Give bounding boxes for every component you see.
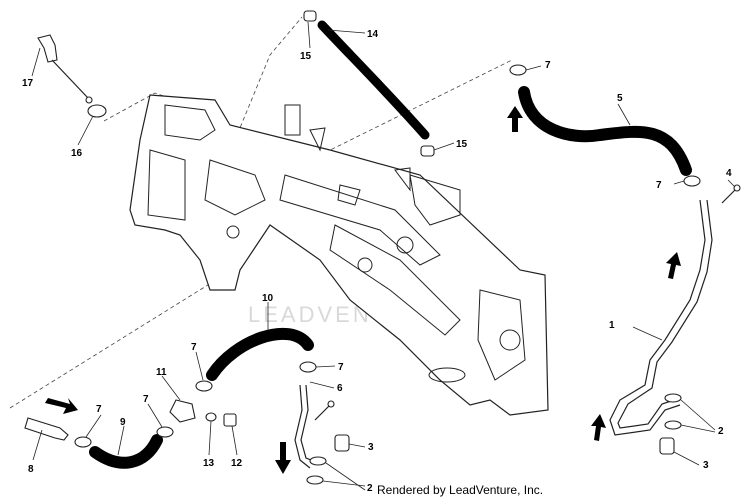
bolt-part: [327, 400, 335, 408]
callout-7: 7: [143, 394, 149, 405]
callout-15: 15: [300, 51, 312, 62]
arrow-up-icon: [666, 252, 681, 279]
dipstick-part: [37, 34, 58, 63]
clamp-part: [156, 426, 174, 438]
pipes: [294, 199, 713, 469]
washer-part: [309, 456, 327, 466]
parts: [24, 10, 741, 485]
washer-part: [306, 475, 324, 485]
hoses: [89, 20, 692, 469]
callout-7: 7: [191, 342, 197, 353]
credit-text: Rendered by LeadVenture, Inc.: [377, 483, 543, 497]
callout-1: 1: [609, 320, 615, 331]
callout-7: 7: [338, 362, 344, 373]
hose-5: [518, 86, 692, 176]
clamp-part: [195, 380, 213, 392]
hose-9: [89, 434, 163, 469]
clamp-part: [420, 145, 435, 157]
callout-7: 7: [656, 180, 662, 191]
callout-7: 7: [96, 404, 102, 415]
clamp-part: [299, 361, 317, 373]
o-ring-part: [87, 104, 107, 118]
washer-part: [664, 420, 682, 430]
callout-8: 8: [28, 464, 34, 475]
arrow-up-icon: [507, 106, 523, 132]
valve-part: [169, 399, 196, 423]
arrow-right-icon: [45, 398, 78, 414]
callout-16: 16: [71, 148, 83, 159]
callout-2: 2: [367, 483, 373, 494]
callout-12: 12: [231, 458, 243, 469]
arrow-down-icon: [275, 442, 291, 474]
nut-part: [223, 413, 237, 427]
frame-illustration: [129, 94, 549, 416]
clamp-part: [74, 436, 92, 448]
callout-3: 3: [703, 460, 709, 471]
banjo-bolt-part: [334, 434, 350, 452]
flow-arrows: [45, 106, 681, 474]
callout-13: 13: [203, 458, 215, 469]
callout-17: 17: [22, 78, 34, 89]
callout-6: 6: [337, 383, 343, 394]
washer-part: [664, 393, 682, 403]
banjo-bolt-part: [659, 437, 675, 455]
clamp-part: [683, 175, 701, 187]
callout-15: 15: [456, 139, 468, 150]
arrow-up-icon: [591, 414, 606, 441]
callout-labels: 1 2 2 3 3 4 5 6 7 7 7 7 7 7 8 9 10 11 12…: [22, 29, 732, 494]
callout-5: 5: [617, 93, 623, 104]
callout-7: 7: [545, 60, 551, 71]
callout-2: 2: [718, 426, 724, 437]
callout-3: 3: [368, 442, 374, 453]
hose-10: [206, 327, 314, 381]
callout-9: 9: [120, 417, 126, 428]
clamp-part: [303, 10, 317, 22]
washer-part: [205, 412, 217, 422]
callout-10: 10: [262, 293, 274, 304]
callout-11: 11: [156, 367, 167, 378]
callout-14: 14: [367, 29, 379, 40]
bolt-part: [733, 184, 741, 192]
leader-lines: [31, 21, 736, 491]
callout-4: 4: [726, 168, 732, 179]
fitting-part: [24, 417, 69, 441]
hose-14: [317, 20, 430, 140]
clamp-part: [509, 64, 527, 76]
